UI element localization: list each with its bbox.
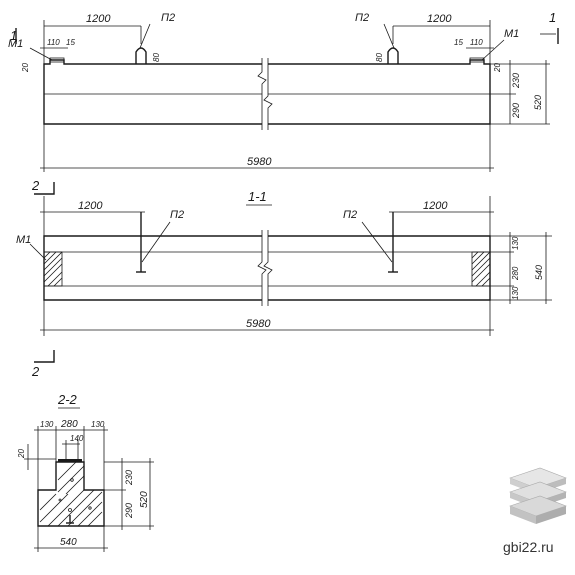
end-plate-hatch-left <box>43 251 63 287</box>
cs-dim-20: 20 <box>17 449 26 459</box>
dim-15-left: 15 <box>66 38 75 47</box>
plan-dim-130-bottom: 130 <box>511 286 520 300</box>
section-mark-top: 2 <box>31 178 40 193</box>
break-line-left <box>257 58 267 130</box>
plan-label-p2-left: П2 <box>170 209 184 221</box>
plan-label-p2-right: П2 <box>343 209 357 221</box>
beam-elevation-left <box>43 59 262 125</box>
cs-dim-290: 290 <box>124 503 134 519</box>
section-mark-bottom: 2 <box>31 364 40 379</box>
label-m1-left: М1 <box>8 38 23 50</box>
lifting-loop-right <box>387 47 399 64</box>
dim-20-right: 20 <box>493 63 502 73</box>
cross-section-outline <box>37 461 105 527</box>
dim-230: 230 <box>511 73 521 89</box>
watermark-site: gbi22.ru <box>503 539 554 555</box>
section-2-2-view: 2-2 130 280 130 140 20 230 290 520 540 <box>17 392 154 552</box>
break-line-plan-left <box>257 230 267 306</box>
label-m1-right: М1 <box>504 28 519 40</box>
dim-15-right: 15 <box>454 38 463 47</box>
dim-290: 290 <box>511 103 521 119</box>
embedded-plate-right <box>469 57 485 63</box>
section-mark-bottom-line <box>34 350 55 363</box>
end-plate-hatch-right <box>471 251 491 287</box>
plan-dim-right-1200: 1200 <box>423 200 448 212</box>
dim-left-1200: 1200 <box>86 13 111 25</box>
plan-dim-280: 280 <box>511 266 520 281</box>
top-plate <box>58 459 82 462</box>
cs-dim-540: 540 <box>60 537 77 548</box>
plan-dim-left-1200: 1200 <box>78 200 103 212</box>
dim-520: 520 <box>533 95 543 110</box>
section-title-1-1: 1-1 <box>248 189 267 204</box>
cs-dim-140: 140 <box>70 434 84 443</box>
beam-plan-right <box>268 235 491 301</box>
plan-dim-130-top: 130 <box>511 236 520 250</box>
plan-label-m1: М1 <box>16 234 31 246</box>
plan-dim-540: 540 <box>534 265 544 280</box>
watermark: gbi22.ru <box>503 467 567 555</box>
section-title-2-2: 2-2 <box>57 392 78 407</box>
section-1-1-view: 1-1 2 2 1200 1200 П2 П2 М1 130 280 130 5… <box>16 178 552 379</box>
elevation-view: 1 1 1200 1200 110 15 15 110 П2 П2 М1 М1 … <box>8 10 559 172</box>
stacked-slabs-icon <box>509 467 567 524</box>
dim-20-left: 20 <box>21 63 30 73</box>
dim-110-left: 110 <box>47 38 60 47</box>
section-mark-right: 1 <box>549 10 556 25</box>
cs-dim-280: 280 <box>60 419 78 430</box>
section-mark-top-line <box>34 182 55 195</box>
dim-80-left: 80 <box>152 53 161 62</box>
cs-dim-230: 230 <box>124 470 134 486</box>
embedded-plate-left <box>49 57 65 63</box>
concrete-hatch <box>39 461 103 527</box>
cs-dim-520: 520 <box>139 491 150 508</box>
dim-total-elevation: 5980 <box>247 156 272 168</box>
beam-elevation-right <box>268 59 491 125</box>
break-line-plan-right <box>263 230 273 306</box>
plan-dim-total: 5980 <box>246 318 271 330</box>
dim-80-right: 80 <box>375 53 384 62</box>
break-line-right <box>263 58 273 130</box>
dim-110-right: 110 <box>470 38 483 47</box>
lifting-loop-left <box>135 47 147 64</box>
section-mark-left: 1 <box>10 28 17 43</box>
dim-right-1200: 1200 <box>427 13 452 25</box>
cs-dim-130-right: 130 <box>91 420 105 429</box>
cs-dim-130-left: 130 <box>40 420 54 429</box>
label-p2-left: П2 <box>161 12 175 24</box>
label-p2-right: П2 <box>355 12 369 24</box>
